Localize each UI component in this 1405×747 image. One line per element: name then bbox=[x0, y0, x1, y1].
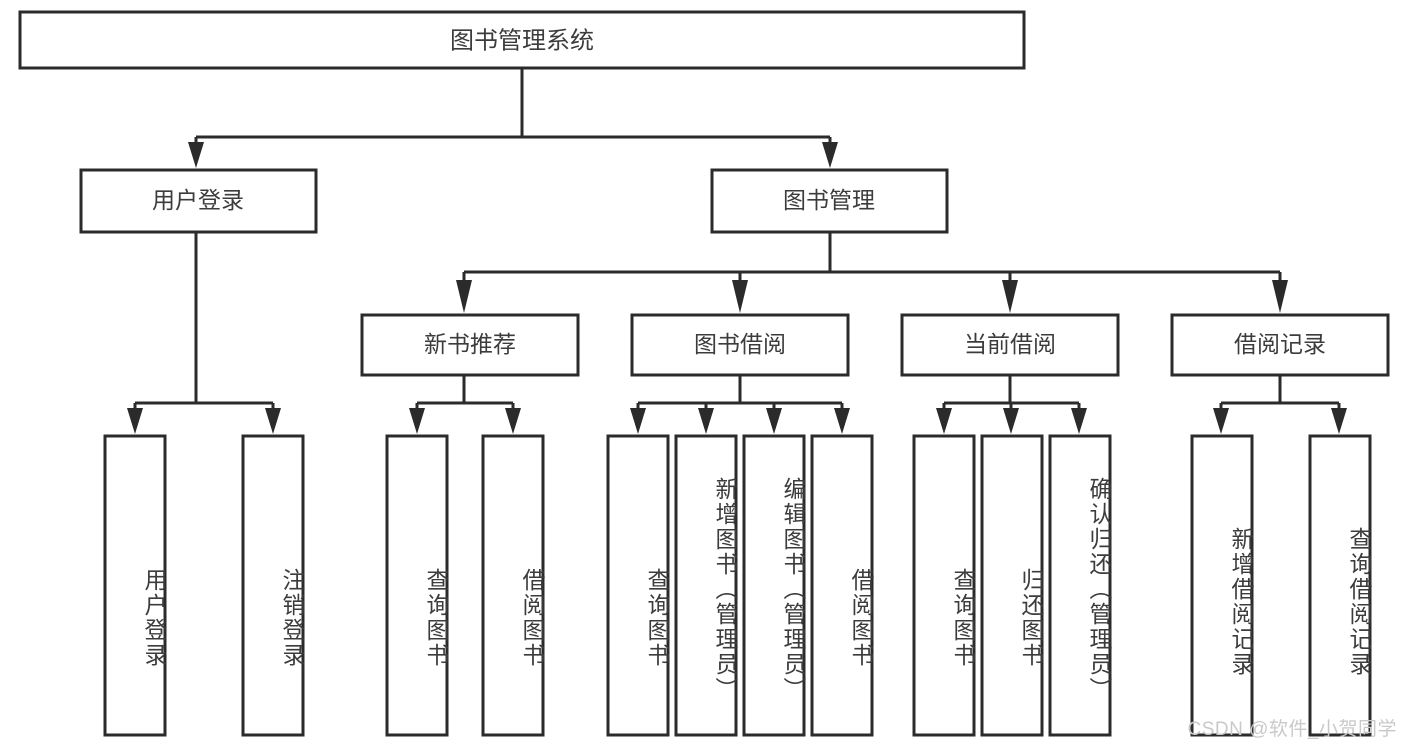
node-book-borrow[interactable]: 图书借阅 bbox=[630, 313, 850, 377]
csdn-watermark: CSDN @软件_小贺同学 bbox=[1187, 719, 1397, 740]
connector-bookmanage-to-level3 bbox=[456, 232, 1288, 313]
connector-userlogin-to-leaves bbox=[127, 232, 281, 434]
connector-borrowrecord-to-leaves bbox=[1213, 375, 1347, 434]
node-current-borrow[interactable]: 当前借阅 bbox=[900, 313, 1120, 377]
node-user-login[interactable]: 用户登录 bbox=[79, 168, 318, 234]
node-leaf-user-logout[interactable] bbox=[241, 434, 305, 737]
node-book-manage-label: 图书管理 bbox=[783, 187, 875, 213]
node-leaf-confirm-return[interactable] bbox=[1048, 434, 1112, 737]
node-leaf-query-book-3[interactable] bbox=[912, 434, 976, 737]
node-current-borrow-label: 当前借阅 bbox=[964, 331, 1056, 357]
connector-bookborrow-to-leaves bbox=[630, 375, 850, 434]
node-root-label: 图书管理系统 bbox=[450, 27, 594, 54]
node-leaf-return-book[interactable] bbox=[980, 434, 1044, 737]
node-borrow-record[interactable]: 借阅记录 bbox=[1170, 313, 1390, 377]
connector-currentborrow-to-leaves bbox=[936, 375, 1087, 434]
node-leaf-query-book-1[interactable] bbox=[385, 434, 449, 737]
node-book-borrow-label: 图书借阅 bbox=[694, 331, 786, 357]
node-root[interactable]: 图书管理系统 bbox=[18, 10, 1026, 70]
node-leaf-add-book[interactable] bbox=[674, 434, 738, 737]
node-book-manage[interactable]: 图书管理 bbox=[710, 168, 949, 234]
node-new-book-rec-label: 新书推荐 bbox=[424, 331, 516, 357]
node-user-login-label: 用户登录 bbox=[152, 187, 244, 213]
connector-root-to-level2 bbox=[188, 68, 838, 168]
node-borrow-record-label: 借阅记录 bbox=[1234, 331, 1326, 357]
node-leaf-user-login[interactable] bbox=[103, 434, 167, 737]
connector-newbook-to-leaves bbox=[409, 375, 521, 434]
node-leaf-query-record[interactable] bbox=[1308, 434, 1372, 737]
node-leaf-add-record[interactable] bbox=[1190, 434, 1254, 737]
node-leaf-borrow-book-1[interactable] bbox=[481, 434, 545, 737]
node-leaf-edit-book[interactable] bbox=[742, 434, 806, 737]
node-new-book-rec[interactable]: 新书推荐 bbox=[360, 313, 580, 377]
node-leaf-query-book-2[interactable] bbox=[606, 434, 670, 737]
node-leaf-borrow-book-2[interactable] bbox=[810, 434, 874, 737]
